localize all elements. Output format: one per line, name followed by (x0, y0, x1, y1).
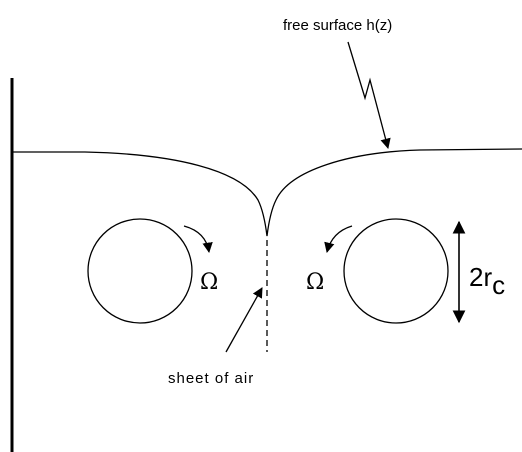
left-vortex-circle (87, 218, 193, 324)
omega-left-label: Ω (200, 270, 218, 295)
air-sheet-pointer-arrow (225, 287, 263, 353)
free-surface-label: free surface h(z) (283, 17, 392, 34)
right-vortex-circle (343, 218, 449, 324)
diameter-label: 2rc (469, 262, 505, 300)
diameter-label-main: 2r (469, 262, 492, 292)
free-surface-curve (12, 148, 522, 237)
surface-pointer-arrow (347, 41, 391, 150)
right-rotation-arrow (324, 225, 353, 254)
diameter-label-subscript: c (492, 270, 505, 300)
omega-right-label: Ω (306, 270, 324, 295)
sheet-of-air-label: sheet of air (168, 370, 254, 387)
left-rotation-arrow (183, 225, 213, 254)
